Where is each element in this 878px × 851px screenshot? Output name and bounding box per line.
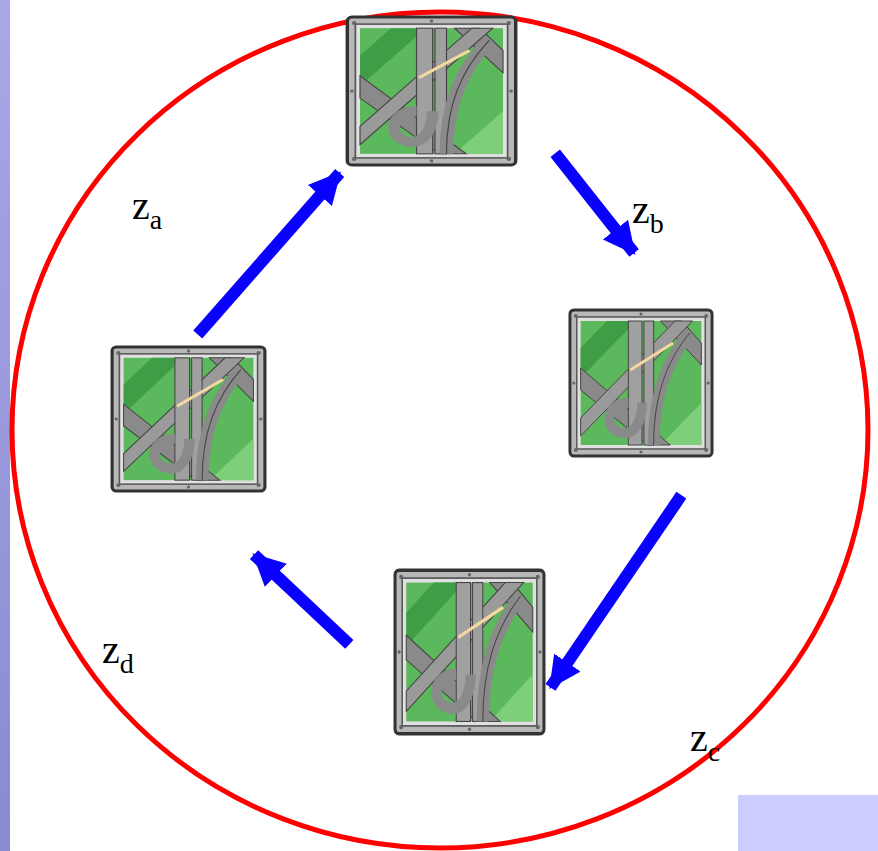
interchange-icon <box>110 345 267 493</box>
flow-arrow <box>551 495 682 687</box>
side-band <box>0 0 10 851</box>
interchange-icon <box>568 308 714 458</box>
interchange-picture <box>393 568 546 736</box>
edge-label: zd <box>102 630 134 678</box>
interchange-icon <box>393 568 546 736</box>
cycle-circle <box>12 12 868 848</box>
interchange-picture <box>110 345 267 493</box>
edge-label: zb <box>632 190 664 238</box>
edge-label: zc <box>690 718 720 766</box>
interchange-icon <box>345 15 518 167</box>
interchange-picture <box>345 15 518 167</box>
flow-arrow <box>254 555 349 645</box>
corner-panel <box>738 795 878 851</box>
edge-label: za <box>132 186 162 234</box>
interchange-picture <box>568 308 714 458</box>
flow-arrow <box>555 153 634 253</box>
flow-arrow <box>198 173 340 334</box>
